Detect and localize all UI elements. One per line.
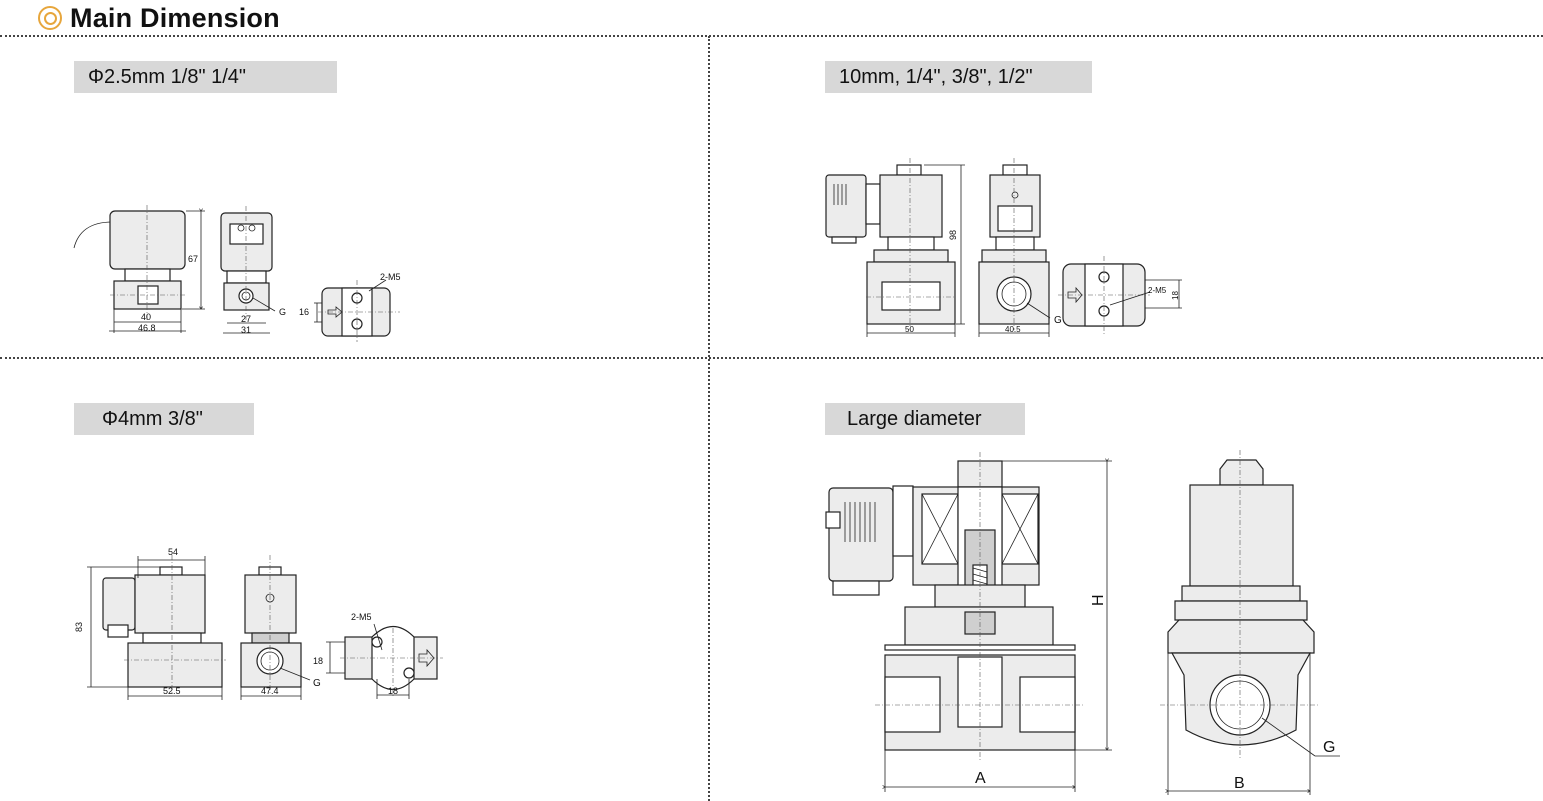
nut-top bbox=[1219, 459, 1264, 486]
dim-port: G bbox=[279, 307, 286, 317]
drawing-4mm: 54 83 52.5 G 47.4 2-M5 18 bbox=[74, 547, 443, 700]
dim-side-width-10mm: 40.5 bbox=[1005, 325, 1021, 334]
dim-mount-height-4mm: 18 bbox=[313, 656, 323, 666]
header-divider bbox=[0, 35, 1543, 37]
section-label-10mm: 10mm, 1/4", 3/8", 1/2" bbox=[825, 61, 1092, 93]
dim-port-large: G bbox=[1323, 739, 1335, 756]
valve-body-4mm bbox=[127, 642, 223, 688]
dim-height-10mm: 98 bbox=[948, 230, 958, 240]
coil-side-large bbox=[1189, 484, 1294, 587]
coil-front-4mm bbox=[134, 574, 206, 634]
drawing-large-diameter: H A G B bbox=[825, 450, 1340, 795]
dim-port-10mm: G bbox=[1054, 315, 1062, 326]
row-divider bbox=[0, 357, 1543, 359]
dim-port-4mm: G bbox=[313, 678, 321, 689]
dim-top-width-4mm: 54 bbox=[168, 547, 178, 557]
dim-mount-height-10mm: 18 bbox=[1171, 291, 1180, 300]
bonnet bbox=[124, 268, 171, 282]
column-divider bbox=[708, 36, 710, 801]
dim-height-large: H bbox=[1090, 594, 1107, 606]
coil-side-4mm bbox=[244, 574, 297, 634]
coil-front bbox=[109, 210, 186, 270]
dim-mount-height: 16 bbox=[299, 307, 309, 317]
dim-front-width-10mm: 50 bbox=[905, 325, 914, 334]
dim-body-width: 40 bbox=[141, 312, 151, 322]
dim-height: 67 bbox=[188, 254, 198, 264]
dim-mount-holes-4mm: 2-M5 bbox=[351, 612, 372, 622]
section-label-2-5mm: Φ2.5mm 1/8" 1/4" bbox=[74, 61, 337, 93]
dim-width-a: A bbox=[975, 770, 986, 787]
dim-mount-width-4mm: 18 bbox=[388, 686, 398, 696]
double-circle-icon bbox=[38, 6, 62, 30]
dim-side-width-4mm: 47.4 bbox=[261, 686, 279, 696]
page-header: Main Dimension bbox=[38, 2, 280, 34]
connector-plug-4mm bbox=[102, 577, 136, 631]
drawing-10mm: 98 50 G 40.5 2-M5 18 bbox=[825, 158, 1182, 337]
dim-mount-holes-10mm: 2-M5 bbox=[1148, 286, 1167, 295]
dim-front-width-4mm: 52.5 bbox=[163, 686, 181, 696]
page-title: Main Dimension bbox=[70, 2, 280, 33]
dim-height-4mm: 83 bbox=[74, 622, 84, 632]
connector-plug-large bbox=[828, 487, 894, 582]
dim-overall-width: 46.8 bbox=[138, 323, 156, 333]
dim-side-inner: 27 bbox=[241, 314, 251, 324]
drawing-2-5mm: 67 40 46.8 G 27 31 2-M5 16 bbox=[73, 205, 401, 342]
cable bbox=[73, 221, 113, 249]
dim-mount-holes: 2-M5 bbox=[380, 272, 401, 282]
coil-front-10mm bbox=[879, 174, 943, 238]
section-label-large-diameter: Large diameter bbox=[825, 403, 1025, 435]
dim-side-outer: 31 bbox=[241, 325, 251, 335]
dim-width-b: B bbox=[1234, 775, 1245, 792]
section-label-4mm: Φ4mm 3/8" bbox=[74, 403, 254, 435]
